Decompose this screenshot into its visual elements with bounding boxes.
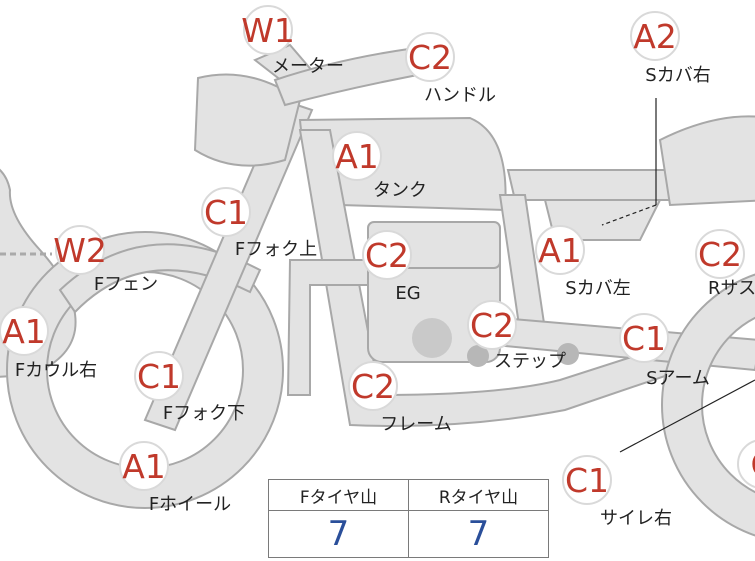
rsus-badge — [695, 229, 745, 279]
fwheel-badge — [119, 441, 169, 491]
frame-badge — [348, 361, 398, 411]
ffork-upper-label: Fフォク上 — [235, 239, 317, 260]
muffler-right-label: サイレ右 — [600, 508, 672, 529]
handle-badge — [405, 32, 455, 82]
ffork-upper-grade: C1 — [204, 193, 248, 232]
leader-line-muffler — [619, 379, 755, 453]
ffender-badge — [55, 225, 105, 275]
ffork-upper-badge — [201, 187, 251, 237]
ffender-grade: W2 — [53, 231, 107, 270]
sarm-badge — [619, 313, 669, 363]
frame-label: フレーム — [380, 414, 451, 435]
fcowl-right-grade: A1 — [2, 312, 46, 351]
front-tire-value: 7 — [268, 510, 409, 558]
rsus-grade: C2 — [698, 235, 742, 274]
front-fender-shape — [58, 243, 262, 314]
rwheel-badge — [737, 440, 755, 488]
tire-tread-table: Fタイヤ山 Rタイヤ山 7 7 — [268, 479, 549, 558]
scover-left-label: Sカバ左 — [565, 278, 630, 299]
meter-label: メーター — [272, 56, 344, 77]
step-badge — [467, 300, 517, 350]
scover-right-label: Sカバ右 — [645, 65, 710, 86]
step-peg-left — [467, 345, 489, 367]
rear-tire-value: 7 — [408, 510, 549, 558]
headlight-shape — [193, 73, 302, 167]
fcowl-right-label: Fカウル右 — [15, 360, 97, 381]
meter-grade: W1 — [241, 11, 295, 50]
muffler-right-grade: C1 — [565, 461, 609, 500]
rsus-label: Rサス — [708, 278, 755, 299]
tank-grade: A1 — [335, 137, 379, 176]
ffork-lower-label: Fフォク下 — [163, 403, 245, 424]
fwheel-label: Fホイール — [149, 494, 231, 515]
ffork-lower-badge — [134, 351, 184, 401]
scover-left-badge — [535, 225, 585, 275]
engine-label: EG — [395, 283, 420, 304]
scover-left-grade: A1 — [538, 231, 582, 270]
ffender-label: Fフェン — [94, 274, 158, 295]
engine-grade: C2 — [365, 236, 409, 275]
meter-badge — [243, 5, 293, 55]
step-grade: C2 — [470, 306, 514, 345]
scover-right-grade: A2 — [633, 17, 677, 56]
sarm-grade: C1 — [622, 319, 666, 358]
rear-tire-header: Rタイヤ山 — [408, 479, 549, 511]
rear-cowl-shape — [658, 115, 755, 207]
front-tire-header: Fタイヤ山 — [268, 479, 409, 511]
tank-label: タンク — [373, 180, 427, 201]
engine-badge — [362, 230, 412, 280]
front-fork-shape — [143, 98, 314, 432]
seat-shape — [506, 169, 691, 201]
handle-grade: C2 — [408, 38, 452, 77]
muffler-right-badge — [562, 455, 612, 505]
frame-grade: C2 — [351, 367, 395, 406]
step-peg-right — [557, 343, 579, 365]
engine-case-circle — [412, 318, 452, 358]
scover-right-badge — [630, 11, 680, 61]
ffork-lower-grade: C1 — [137, 357, 181, 396]
rwheel-grade: C — [750, 445, 755, 484]
sarm-label: Sアーム — [646, 368, 710, 389]
handle-label: ハンドル — [424, 85, 496, 106]
step-label: ステップ — [494, 351, 566, 372]
fwheel-grade: A1 — [122, 447, 166, 486]
fcowl-right-badge — [0, 306, 49, 356]
tank-badge — [332, 131, 382, 181]
